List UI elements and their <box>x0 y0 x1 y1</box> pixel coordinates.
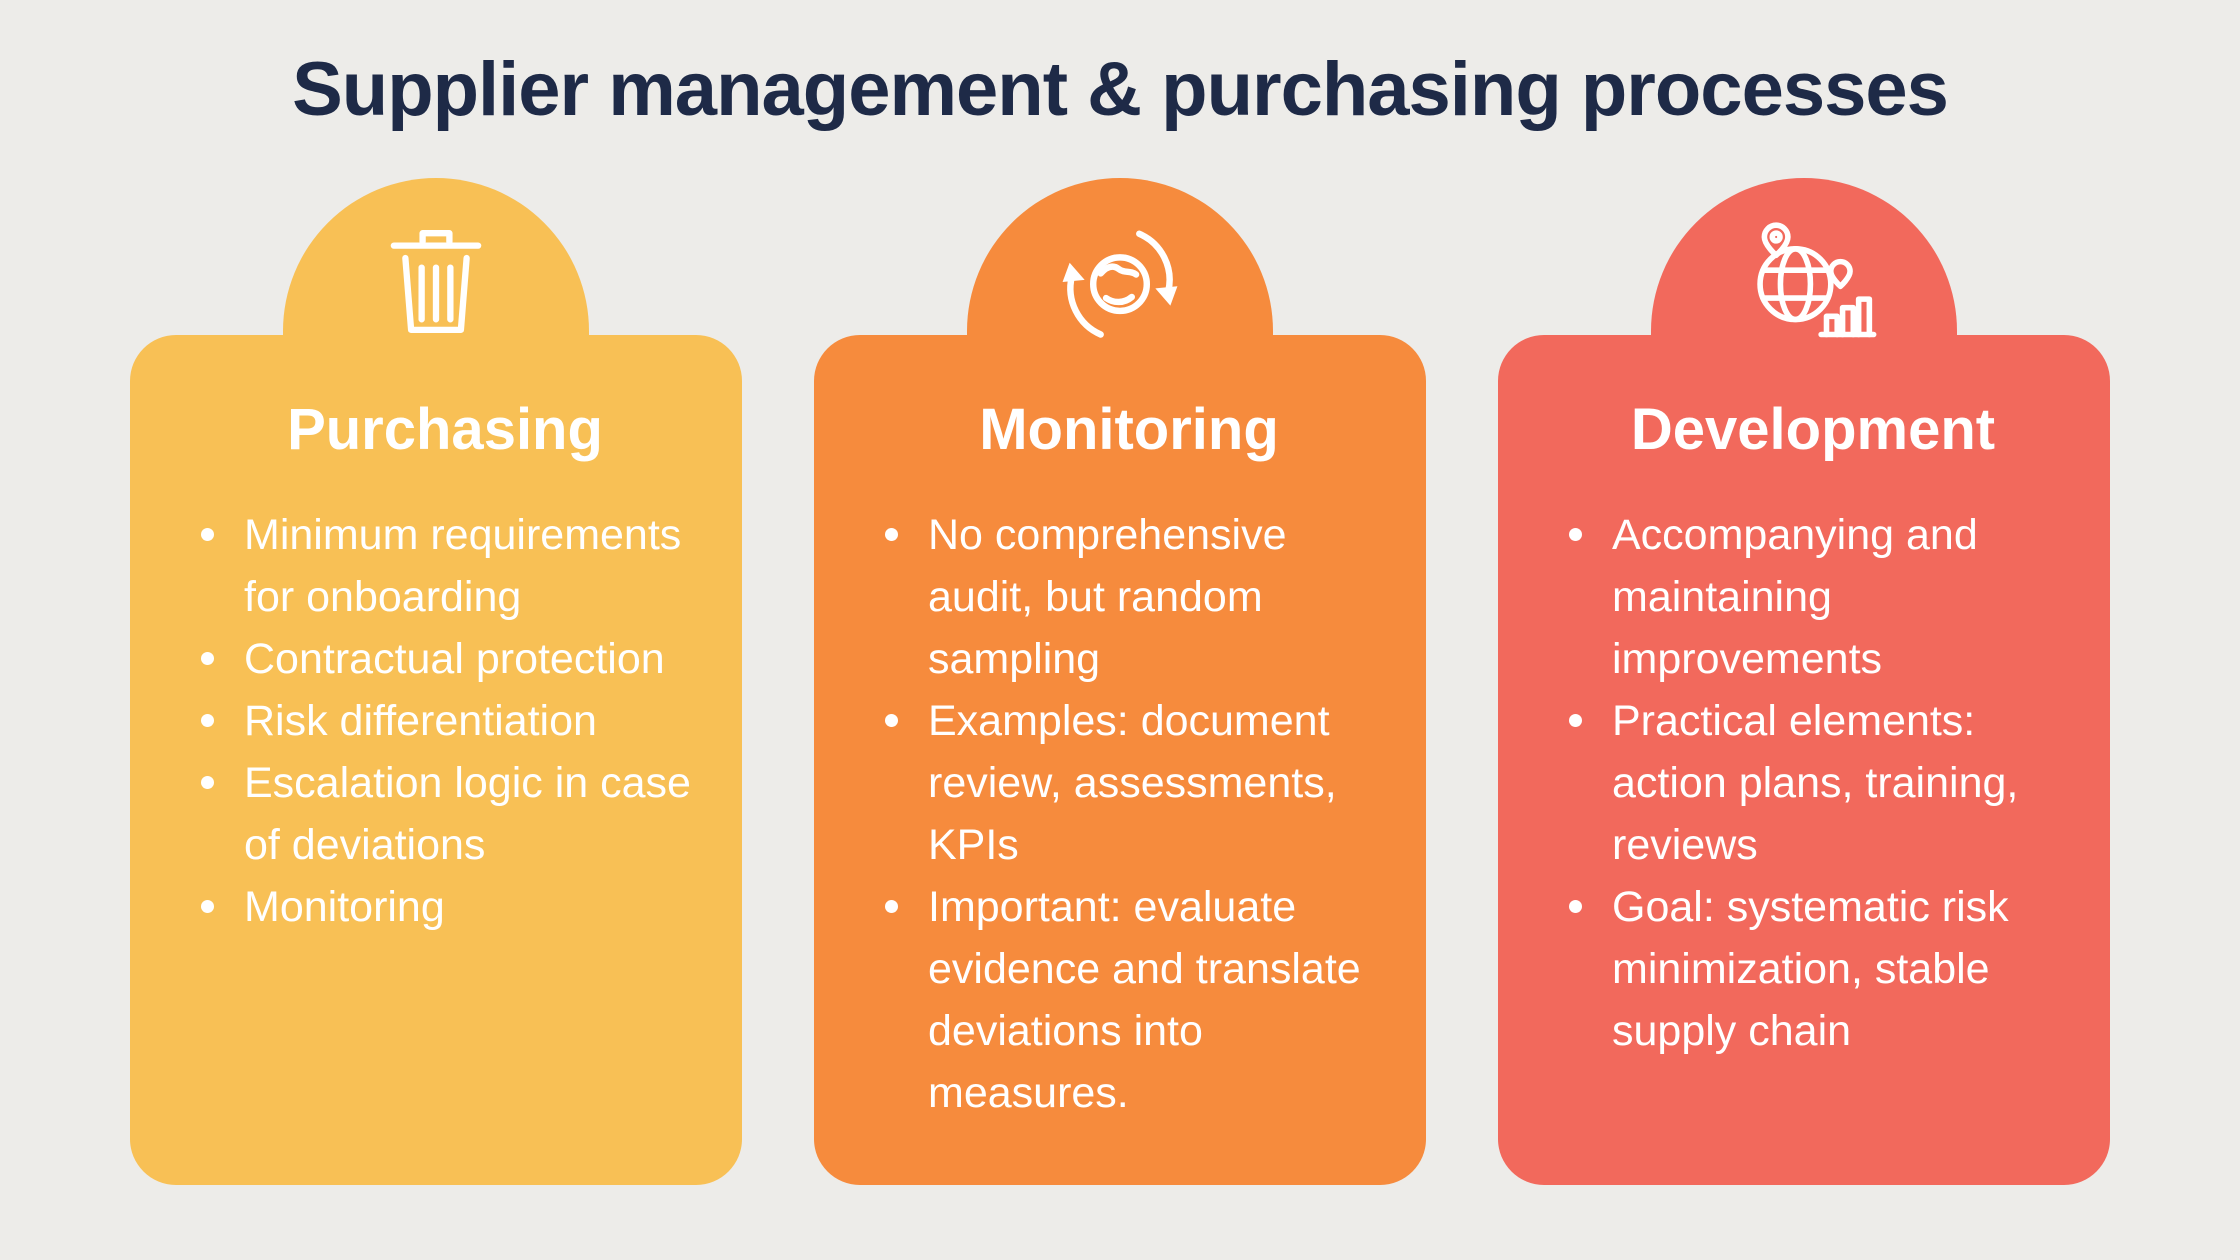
globe-pins-chart-icon <box>1726 204 1882 360</box>
card-purchasing-bullets: Minimum requirements for onboarding Cont… <box>192 504 698 938</box>
card-development: Development Accompanying and maintaining… <box>1498 178 2110 1185</box>
page-title: Supplier management & purchasing process… <box>292 47 1949 132</box>
bullet-item: Risk differentiation <box>192 690 698 752</box>
card-purchasing-heading: Purchasing <box>287 397 603 462</box>
card-development-heading: Development <box>1630 397 1996 462</box>
trash-icon <box>358 204 514 360</box>
bullet-item: Goal: systematic risk minimization, stab… <box>1560 876 2066 1062</box>
bullet-item: Minimum requirements for onboarding <box>192 504 698 628</box>
card-development-body: Development Accompanying and maintaining… <box>1498 335 2110 1185</box>
card-development-bullets: Accompanying and maintaining improvement… <box>1560 504 2066 1062</box>
card-monitoring: Monitoring No comprehensive audit, but r… <box>814 178 1426 1185</box>
card-purchasing: Purchasing Minimum requirements for onbo… <box>130 178 742 1185</box>
globe-cycle-arrows-icon <box>1042 204 1198 360</box>
bullet-item: Accompanying and maintaining improvement… <box>1560 504 2066 690</box>
card-purchasing-body: Purchasing Minimum requirements for onbo… <box>130 335 742 1185</box>
bullet-item: Contractual protection <box>192 628 698 690</box>
bullet-item: Monitoring <box>192 876 698 938</box>
card-monitoring-heading: Monitoring <box>979 397 1279 462</box>
card-monitoring-body: Monitoring No comprehensive audit, but r… <box>814 335 1426 1185</box>
bullet-item: Escalation logic in case of deviations <box>192 752 698 876</box>
bullet-item: Practical elements: action plans, traini… <box>1560 690 2066 876</box>
bullet-item: No comprehensive audit, but random sampl… <box>876 504 1382 690</box>
cards-row: Purchasing Minimum requirements for onbo… <box>0 178 2240 1185</box>
card-monitoring-bullets: No comprehensive audit, but random sampl… <box>876 504 1382 1124</box>
bullet-item: Important: evaluate evidence and transla… <box>876 876 1382 1124</box>
bullet-item: Examples: document review, assessments, … <box>876 690 1382 876</box>
